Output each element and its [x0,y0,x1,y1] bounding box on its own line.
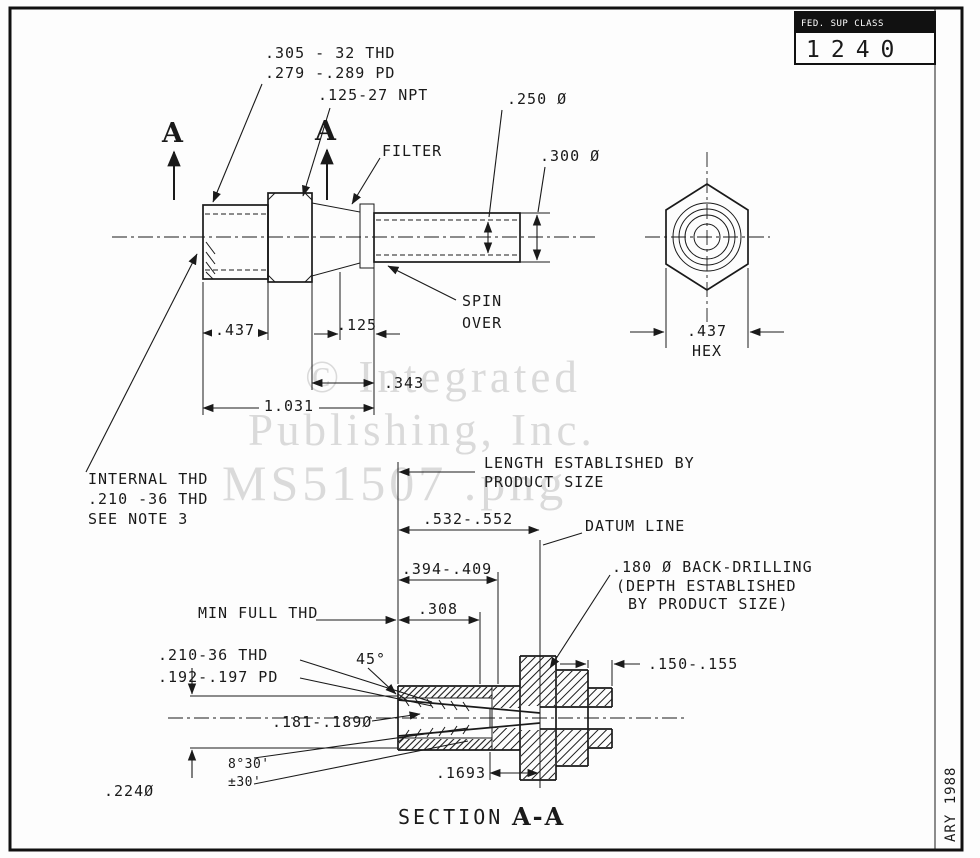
hex-label: HEX [692,342,722,360]
dia-250-label: .250 Ø [507,90,567,108]
sleeve-body [202,204,269,280]
dim-343-text: .343 [384,374,424,392]
length-note-1: LENGTH ESTABLISHED BY [484,454,695,472]
dia-300-leader [537,166,546,213]
internal-thd-line-1: INTERNAL THD [88,470,208,488]
internal-thd-leader [85,253,198,473]
section-view: LENGTH ESTABLISHED BY PRODUCT SIZE .532-… [104,454,813,831]
section-title-letters: A-A [511,802,565,831]
section-title: SECTION A-A [398,802,565,831]
watermark: © Integrated Publishing, Inc. MS51507 .p… [222,352,596,511]
dim-437-text: .437 [215,321,255,339]
section-letter-right: A [314,116,337,147]
title-block: FED. SUP CLASS 1240 [794,11,936,65]
watermark-line-3: MS51507 .png [222,455,567,511]
watermark-line-2: Publishing, Inc. [248,405,596,455]
sec-thd-line-2: .192-.197 PD [158,668,278,686]
dim-1693-text: .1693 [436,764,486,782]
dim-394-text: .394-.409 [402,560,492,578]
spin-over-washer [359,203,375,269]
filter-leader [351,157,381,205]
backdrill-line-3: BY PRODUCT SIZE) [628,595,789,613]
sheet-border [8,6,964,852]
npt-callout: .125-27 NPT [318,86,428,104]
backdrill-note: .180 Ø BACK-DRILLING (DEPTH ESTABLISHED … [549,558,813,669]
sheet-frame: ARY 1988 [8,6,964,852]
dim-308-text: .308 [418,600,458,618]
circle-inner [684,214,730,260]
cylinder-body [373,212,521,263]
internal-thread-marks [205,241,216,280]
backdrill-line-2: (DEPTH ESTABLISHED [616,577,797,595]
section-title-word: SECTION [398,805,503,829]
watermark-line-1: © Integrated [305,352,581,402]
cutting-plane-arrows: A A [161,116,337,200]
dim-437-hex: .437 HEX [630,268,784,360]
dia-181-callout: .181-.189Ø [272,711,421,731]
hex-dim-text: .437 [687,322,727,340]
internal-thd-note: INTERNAL THD .210 -36 THD SEE NOTE 3 [85,253,208,528]
sec-thd-line-1: .210-36 THD [158,646,268,664]
dim-532-text: .532-.552 [423,510,513,528]
npt-thread-taper [311,202,361,277]
dim-343: .343 [311,282,424,392]
dim-1693: .1693 [436,752,539,782]
dim-1031: 1.031 [202,396,375,415]
hex-end-view: .437 HEX [630,152,784,360]
hexagon-outline [665,182,749,292]
title-block-header-bar [795,12,935,33]
dia-224: .224Ø [104,668,398,800]
angle-pm30-text: ±30' [228,775,261,790]
angle-830-text: 8°30' [228,757,270,772]
over-label: OVER [462,314,502,332]
section-letter-left: A [161,118,184,149]
dim-125-text: .125 [337,316,377,334]
dim-150-text: .150-.155 [648,655,738,673]
filter-label: FILTER [382,142,442,160]
circle-mid [678,208,736,266]
side-view: A A .305 - 32 THD .279 -.289 PD .125-27 … [112,44,600,415]
thd-callout-line-2: .279 -.289 PD [265,64,395,82]
dia-300-label: .300 Ø [540,147,600,165]
dim-308: MIN FULL THD .308 [198,600,481,684]
circle-bore [693,223,721,251]
dim-1031-text: 1.031 [264,397,314,415]
spin-label: SPIN [462,292,502,310]
length-note-2: PRODUCT SIZE [484,473,604,491]
dim-437: .437 [202,282,269,415]
dim-394: .394-.409 [398,560,499,684]
dia-224-text: .224Ø [104,782,154,800]
thd-callout-section: .210-36 THD .192-.197 PD [158,646,433,707]
dim-length-note: LENGTH ESTABLISHED BY PRODUCT SIZE [398,454,695,491]
thd-callout-line-1: .305 - 32 THD [265,44,395,62]
internal-thd-line-2: .210 -36 THD [88,490,208,508]
dia-181-text: .181-.189Ø [272,713,372,731]
angle-45-text: 45° [356,650,386,668]
dim-532: .532-.552 [398,510,540,535]
circle-outer [672,202,742,272]
backdrill-line-1: .180 Ø BACK-DRILLING [612,558,813,576]
internal-thd-line-3: SEE NOTE 3 [88,510,188,528]
margin-date: ARY 1988 [943,767,959,842]
dia-250-leader [488,109,503,218]
datum-label-group: DATUM LINE [542,517,685,546]
datum-label: DATUM LINE [585,517,685,535]
hex-nut-side [267,192,313,283]
thd-leader [212,83,263,203]
dim-125: .125 [314,266,400,415]
min-full-thd-label: MIN FULL THD [198,604,318,622]
dim-150: .150-.155 [560,655,738,686]
angle-45-callout: 45° [356,650,397,695]
fsc-code: 1240 [806,37,905,63]
spin-over-leader [387,265,457,301]
taper-angle-callout: 8°30' ±30' [228,727,469,790]
fed-sup-class-label: FED. SUP CLASS [801,19,884,29]
npt-leader [302,107,331,197]
